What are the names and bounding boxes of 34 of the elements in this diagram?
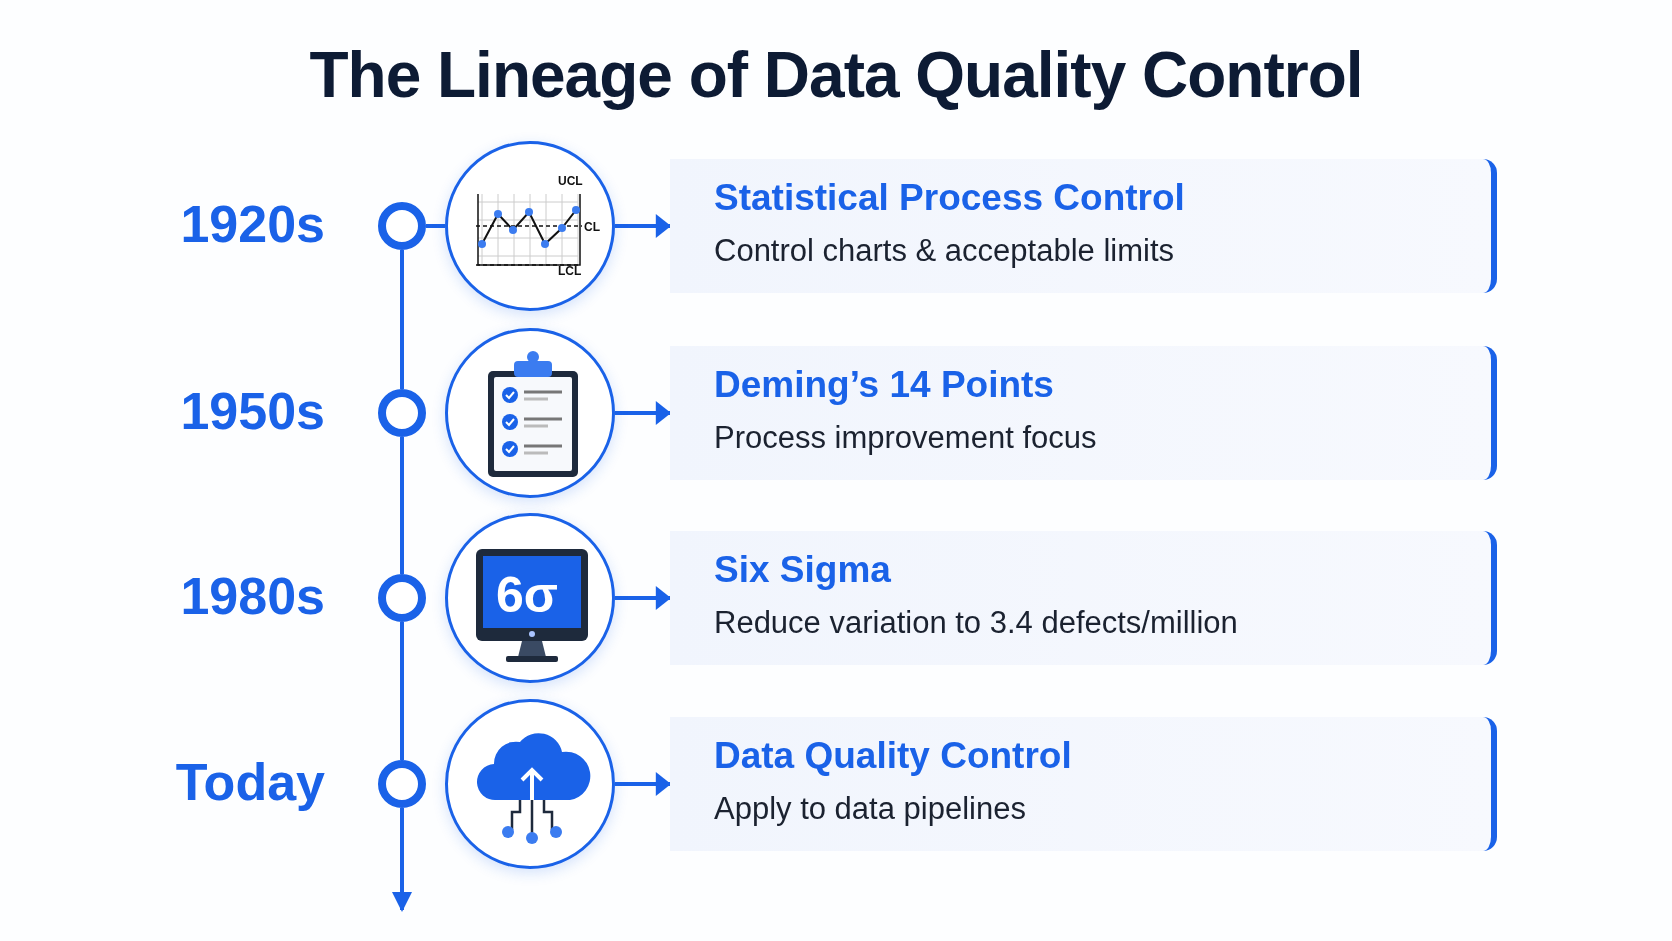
year-label: 1950s bbox=[180, 381, 325, 441]
card-description: Control charts & acceptable limits bbox=[714, 233, 1175, 269]
chevron-arrow bbox=[615, 772, 672, 796]
timeline-arrow bbox=[392, 808, 412, 912]
year-label: Today bbox=[175, 752, 325, 812]
connector-line bbox=[400, 437, 404, 574]
card-description: Process improvement focus bbox=[714, 420, 1097, 456]
connector-line bbox=[400, 250, 404, 389]
chevron-arrow bbox=[615, 586, 672, 610]
connector-line bbox=[426, 224, 445, 228]
title: The Lineage of Data Quality Control bbox=[308, 38, 1364, 112]
sigma-symbol: 6σ bbox=[496, 566, 558, 624]
timeline-card bbox=[670, 717, 1497, 851]
connector-line bbox=[400, 622, 404, 760]
timeline-marker bbox=[378, 389, 426, 437]
chart-label: LCL bbox=[558, 264, 582, 278]
chart-label: CL bbox=[584, 220, 600, 234]
timeline-card bbox=[670, 531, 1497, 665]
year-label: 1980s bbox=[180, 566, 325, 626]
timeline-marker bbox=[378, 202, 426, 250]
chevron-arrow bbox=[615, 214, 672, 238]
chart-label: UCL bbox=[558, 174, 583, 188]
card-heading: Deming’s 14 Points bbox=[714, 364, 1054, 406]
card-heading: Six Sigma bbox=[714, 549, 891, 591]
timeline-marker bbox=[378, 574, 426, 622]
card-heading: Statistical Process Control bbox=[714, 177, 1185, 219]
card-heading: Data Quality Control bbox=[714, 735, 1072, 777]
year-label: 1920s bbox=[180, 194, 325, 254]
timeline-card bbox=[670, 159, 1497, 293]
card-description: Apply to data pipelines bbox=[714, 791, 1026, 827]
timeline-marker bbox=[378, 760, 426, 808]
chevron-arrow bbox=[615, 401, 672, 425]
timeline-card bbox=[670, 346, 1497, 480]
card-description: Reduce variation to 3.4 defects/million bbox=[714, 605, 1238, 641]
